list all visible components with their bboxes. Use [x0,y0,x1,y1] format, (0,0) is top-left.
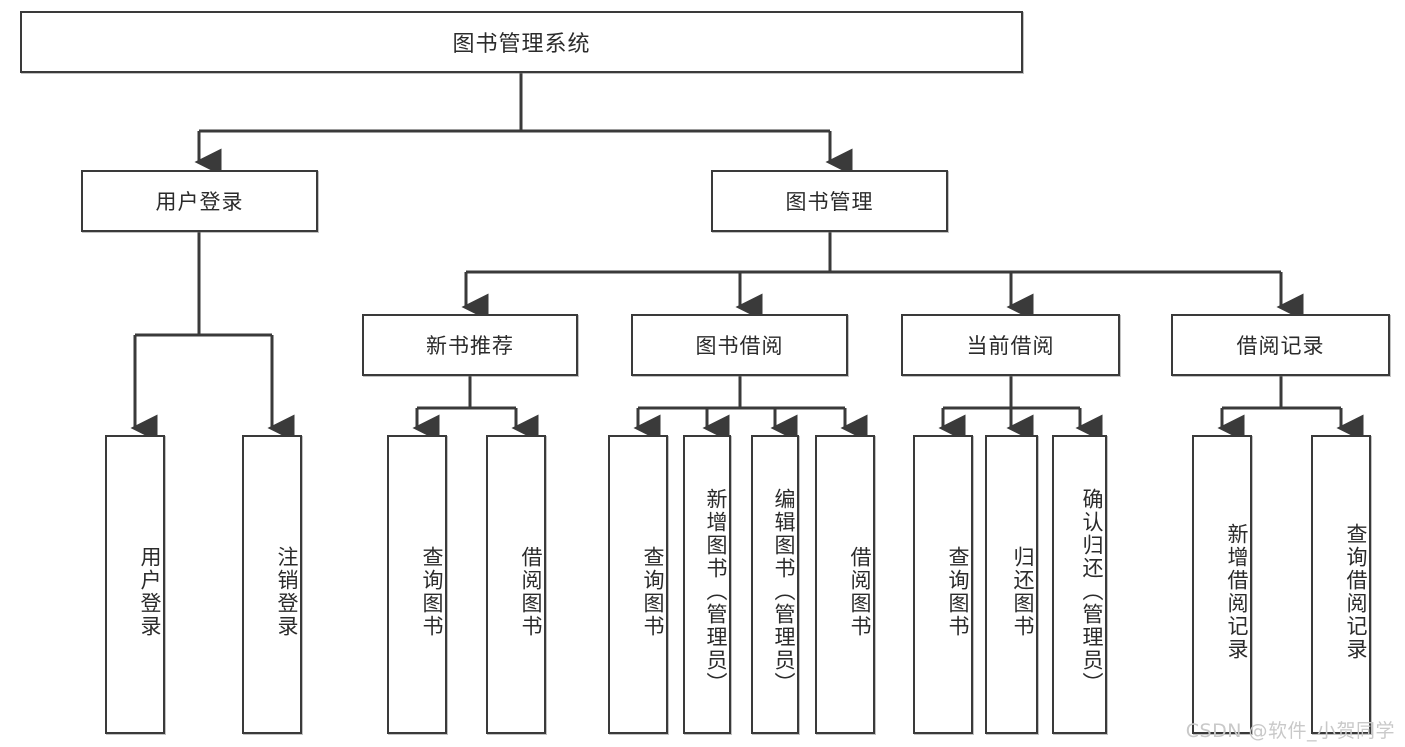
leaf-recommend-borrow-book[interactable]: 借阅图书 [486,435,546,734]
leaf-user-login-login[interactable]: 用户登录 [105,435,165,734]
node-book-borrow[interactable]: 图书借阅 [631,314,848,376]
node-label: 注销登录 [275,545,299,638]
node-root-system[interactable]: 图书管理系统 [20,11,1023,73]
node-label: 借阅图书 [519,545,543,638]
leaf-current-confirm-return-admin[interactable]: 确认归还（管理员） [1052,435,1107,734]
leaf-borrow-query-book[interactable]: 查询图书 [608,435,668,734]
node-label: 查询图书 [641,545,665,638]
node-label: 归还图书 [1011,545,1035,638]
node-user-login[interactable]: 用户登录 [81,170,318,232]
node-label: 编辑图书（管理员） [772,488,796,695]
watermark: CSDN @软件_小贺同学 [1185,720,1395,742]
node-label: 图书管理 [785,190,874,214]
node-label: 确认归还（管理员） [1080,488,1104,695]
leaf-records-query-record[interactable]: 查询借阅记录 [1311,435,1371,734]
node-label: 借阅图书 [848,545,872,638]
leaf-current-return-book[interactable]: 归还图书 [985,435,1038,734]
node-label: 新增图书（管理员） [704,488,728,695]
node-label: 新增借阅记录 [1225,522,1249,661]
leaf-borrow-add-book-admin[interactable]: 新增图书（管理员） [683,435,731,734]
node-current-borrow[interactable]: 当前借阅 [901,314,1120,376]
node-label: 当前借阅 [966,334,1055,358]
node-new-book-recommend[interactable]: 新书推荐 [362,314,578,376]
node-label: 查询图书 [420,545,444,638]
leaf-current-query-book[interactable]: 查询图书 [913,435,973,734]
node-label: 图书借阅 [695,334,784,358]
node-label: 用户登录 [138,545,162,638]
leaf-recommend-query-book[interactable]: 查询图书 [387,435,447,734]
node-label: 查询借阅记录 [1344,522,1368,661]
node-borrow-records[interactable]: 借阅记录 [1171,314,1390,376]
leaf-records-add-record[interactable]: 新增借阅记录 [1192,435,1252,734]
node-label: 借阅记录 [1236,334,1325,358]
node-book-management[interactable]: 图书管理 [711,170,948,232]
node-label: 新书推荐 [426,334,514,358]
leaf-borrow-borrow-book[interactable]: 借阅图书 [815,435,875,734]
leaf-borrow-edit-book-admin[interactable]: 编辑图书（管理员） [751,435,799,734]
node-label: 用户登录 [155,190,244,214]
leaf-user-login-logout[interactable]: 注销登录 [242,435,302,734]
node-label: 图书管理系统 [452,32,591,57]
node-label: 查询图书 [946,545,970,638]
